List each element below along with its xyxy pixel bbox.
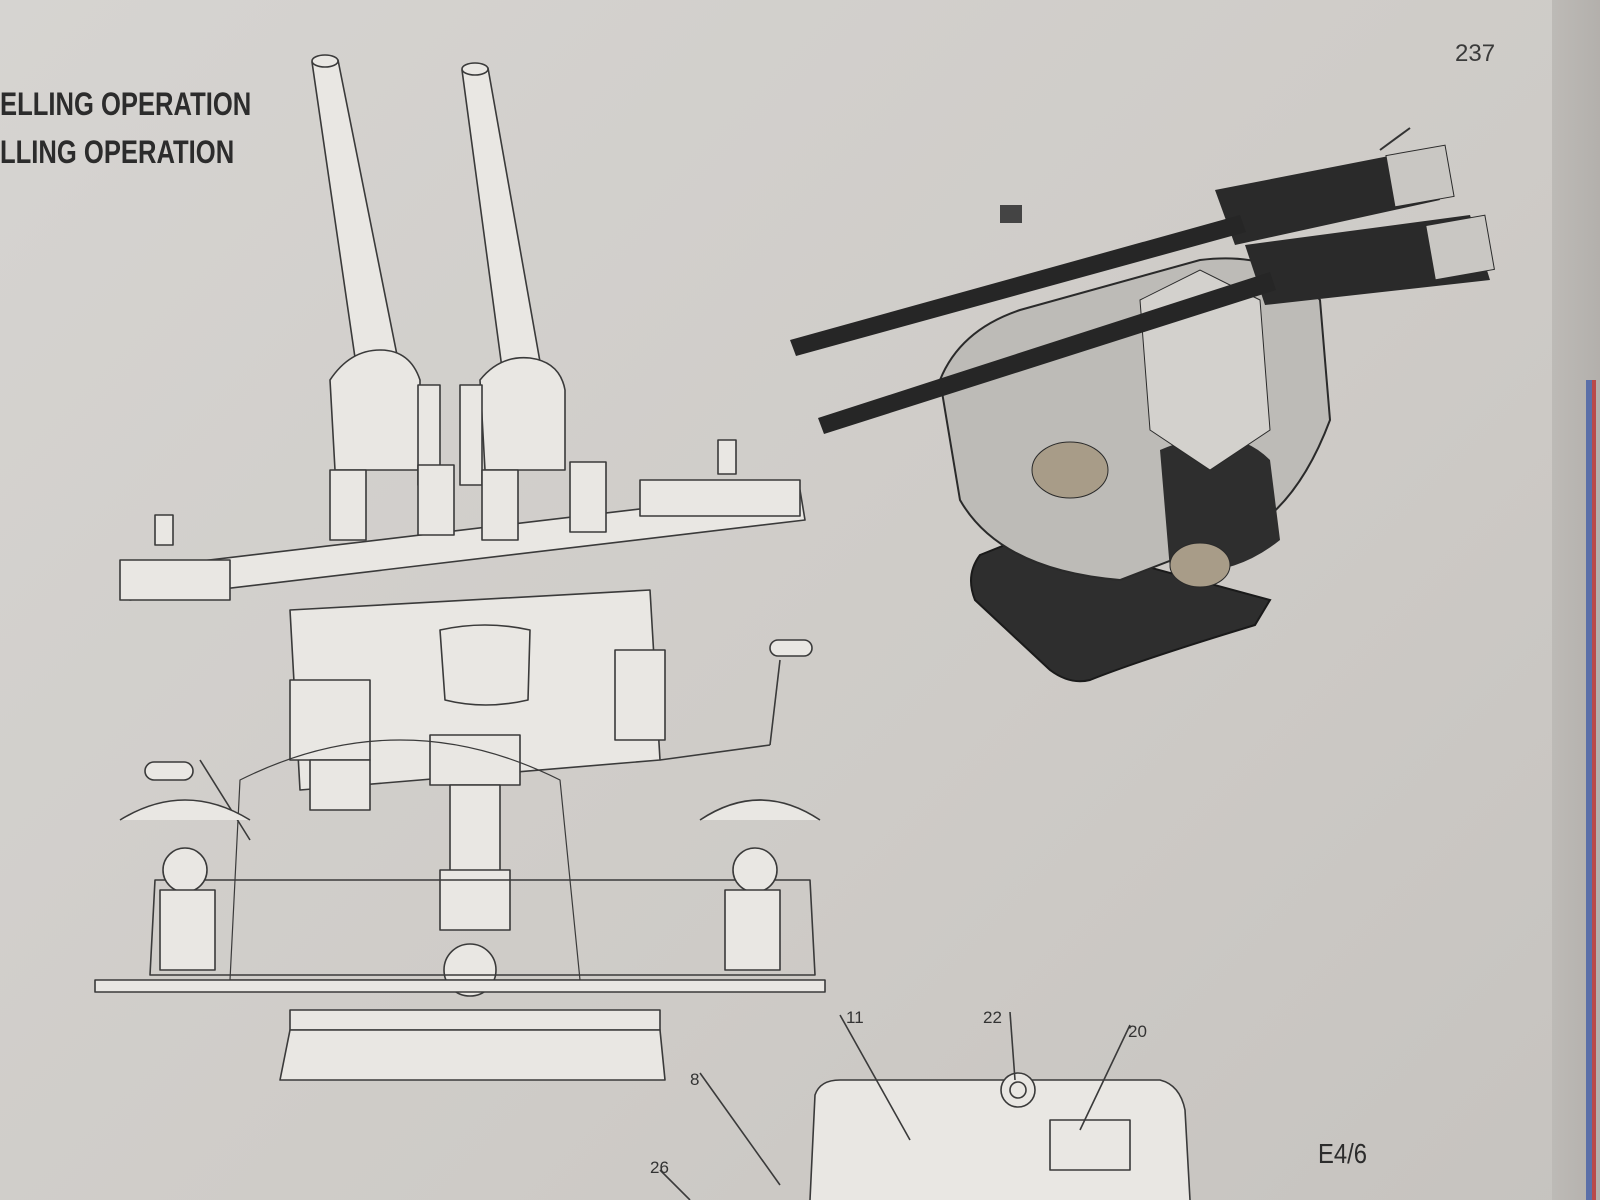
section-heading-1: ELLING OPERATION [0, 86, 252, 122]
edge-color-stripe [1586, 380, 1592, 1200]
callout-number: 26 [650, 1158, 669, 1177]
render-upper-barrel [790, 215, 1246, 356]
page-number: 237 [1455, 40, 1496, 67]
deck-plate [970, 533, 1272, 683]
callout-number: 20 [1128, 1022, 1147, 1041]
callout-number: 22 [983, 1008, 1002, 1027]
figure-code: E4/6 [1318, 1138, 1367, 1169]
render-lower-barrel [818, 272, 1276, 434]
callout-number: 8 [690, 1070, 700, 1089]
section-heading-2: LLING OPERATION [0, 134, 235, 170]
callout-number: 11 [846, 1008, 864, 1027]
edge-color-stripe-red [1592, 380, 1596, 1200]
